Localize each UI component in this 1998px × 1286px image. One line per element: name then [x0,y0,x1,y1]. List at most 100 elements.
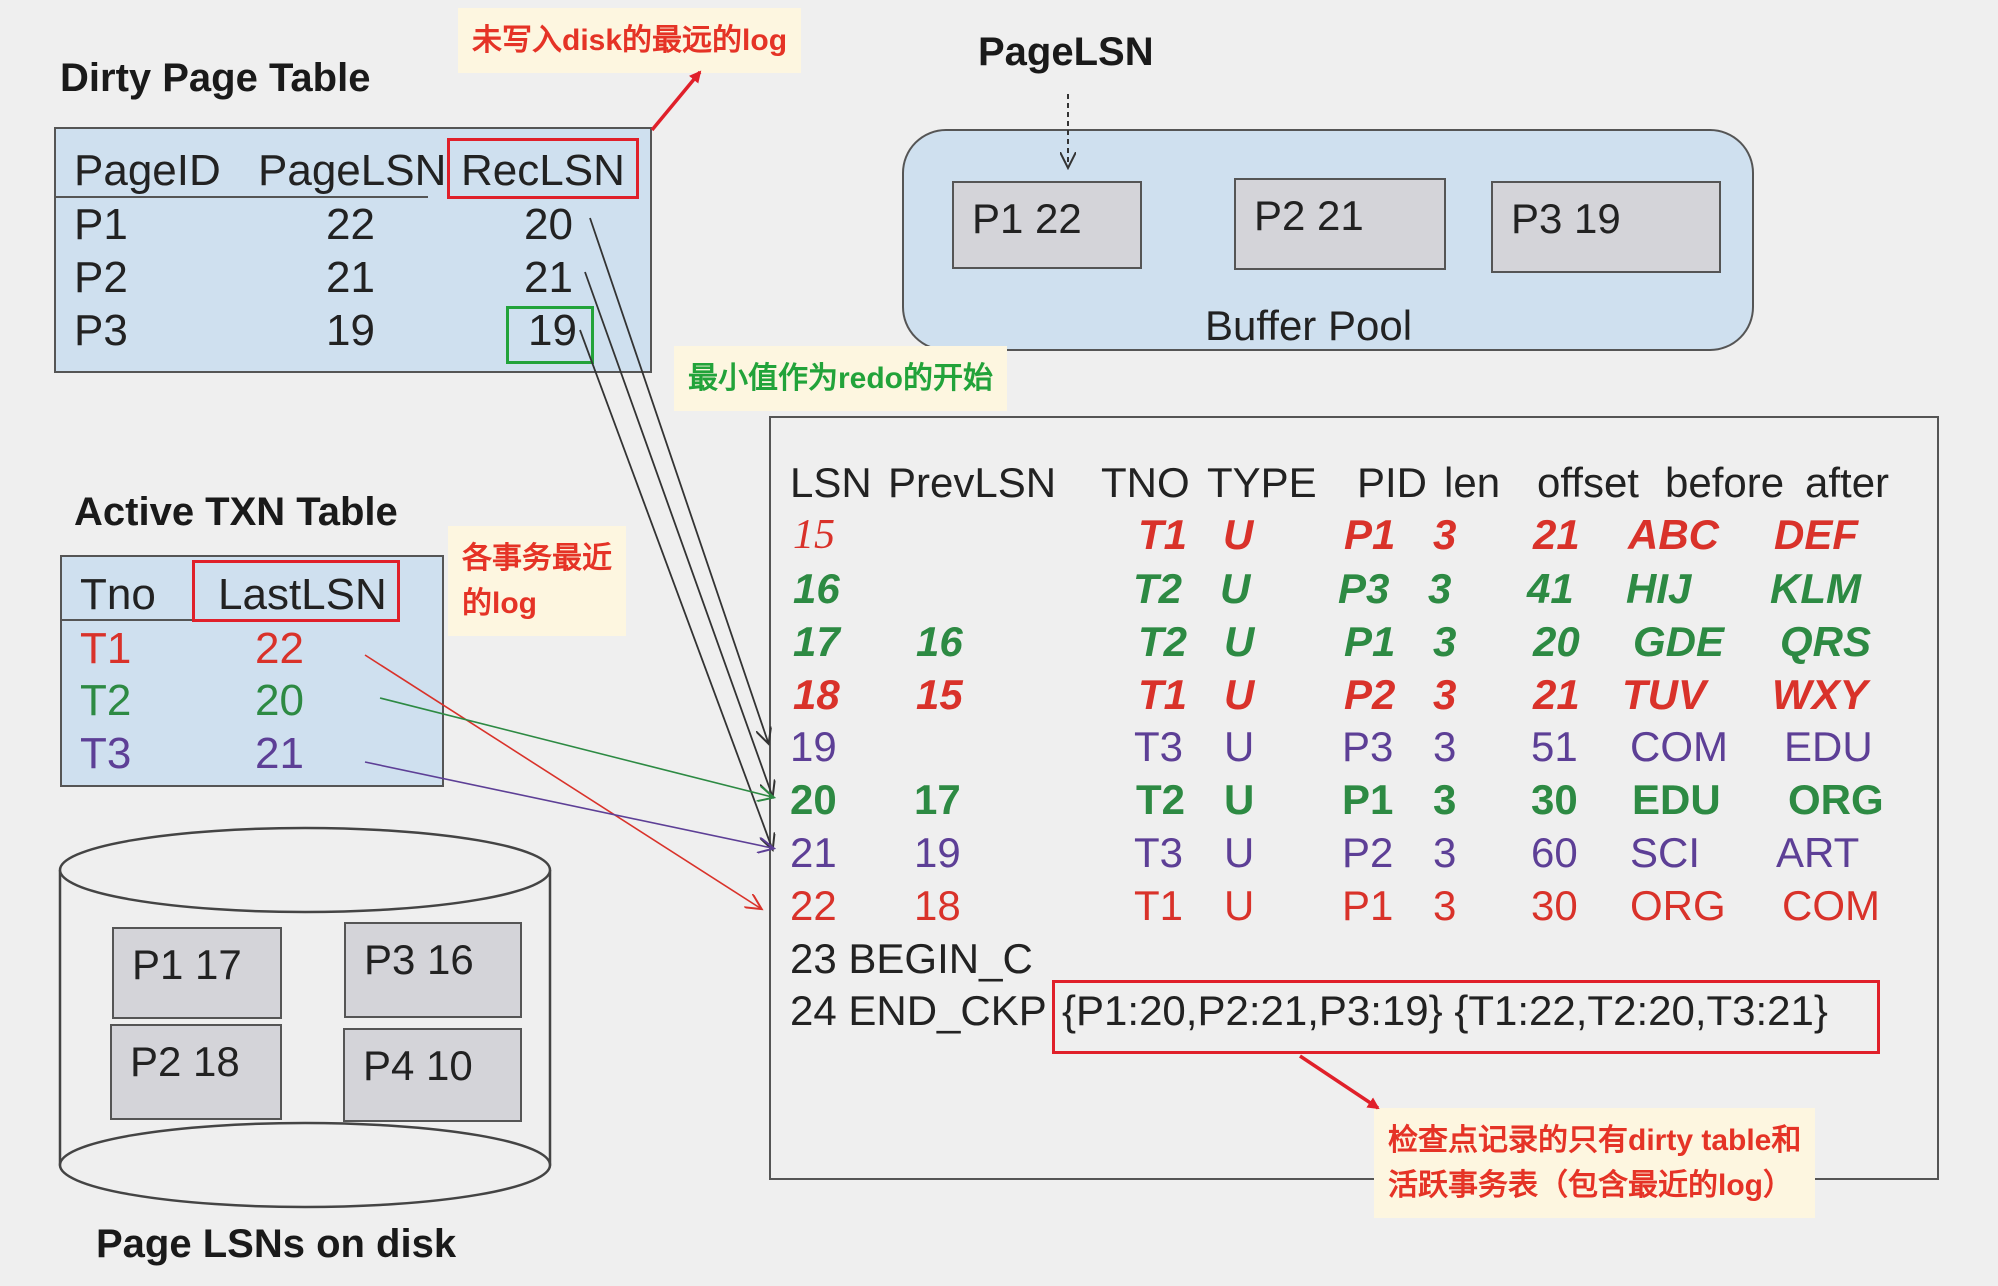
note-reclsn: 未写入disk的最远的log [458,8,802,73]
checkpoint-highlight [1052,980,1880,1054]
log-before: GDE [1633,618,1725,665]
dpt-reclsn: 19 [528,306,577,355]
dpt-pagelsn: 19 [326,306,375,355]
log-tno: T2 [1133,565,1183,612]
header-pagelsn: PageLSN [258,146,447,195]
log-offset: 30 [1531,776,1578,823]
dpt-page: P1 [74,200,128,249]
buffer-page: P3 19 [1491,181,1721,273]
header-lastlsn: LastLSN [218,570,387,619]
log-type: U [1224,882,1255,929]
note-checkpoint: 检查点记录的只有dirty table和 活跃事务表（包含最近的log） [1374,1108,1816,1218]
log-lsn: 16 [793,565,840,612]
buffer-page: P2 21 [1234,178,1446,270]
log-lsn: 21 [790,829,837,876]
log-header: before [1665,459,1785,506]
log-tno: T1 [1138,671,1188,718]
txn-tno: T2 [80,676,132,725]
log-header: after [1805,459,1890,506]
log-after: COM [1782,882,1880,929]
note-min-redo: 最小值作为redo的开始 [674,346,1008,411]
log-pid: P3 [1342,723,1394,770]
disk-page: P1 17 [112,927,282,1019]
log-type: U [1224,776,1255,823]
log-before: HIJ [1626,565,1692,612]
note-lastlsn: 各事务最近 的log [448,526,626,636]
log-after: EDU [1784,723,1873,770]
log-len: 3 [1433,723,1457,770]
header-divider [56,196,428,198]
disk-cylinder [58,826,552,1209]
dpt-reclsn: 21 [524,253,573,302]
disk-page: P4 10 [343,1028,522,1122]
header-tno: Tno [80,570,156,619]
log-after: ORG [1788,776,1884,823]
log-before: ABC [1628,511,1719,558]
log-pid: P3 [1338,565,1390,612]
log-before: SCI [1630,829,1701,876]
disk-page: P2 18 [110,1024,282,1120]
log-len: 3 [1433,882,1457,929]
log-after: WXY [1772,671,1868,718]
log-tno: T1 [1138,511,1188,558]
log-header: TNO [1101,459,1190,506]
log-header: len [1444,459,1501,506]
dpt-pagelsn: 22 [326,200,375,249]
log-prev: 17 [914,776,961,823]
log-lsn: 18 [793,671,840,718]
reclsn-highlight [447,138,639,199]
buffer-pool-label: Buffer Pool [1205,302,1413,349]
log-after: ART [1776,829,1860,876]
log-lsn: 22 [790,882,837,929]
txn-lastlsn: 21 [255,729,304,778]
note-arrow [650,70,702,132]
disk-page: P3 16 [344,922,522,1018]
dpt-page: P3 [74,306,128,355]
log-offset: 51 [1531,723,1578,770]
min-reclsn-highlight [506,306,594,364]
log-pid: P1 [1344,618,1396,665]
buffer-page: P1 22 [952,181,1142,269]
log-prev: 15 [916,671,963,718]
log-type: U [1224,671,1255,718]
log-type: U [1224,618,1255,665]
log-after: KLM [1770,565,1861,612]
disk-title: Page LSNs on disk [96,1222,457,1266]
header-reclsn: RecLSN [461,146,625,195]
log-offset: 60 [1531,829,1578,876]
lastlsn-highlight [192,560,400,622]
log-before: EDU [1632,776,1721,823]
log-prev: 19 [914,829,961,876]
log-header: PrevLSN [888,459,1057,506]
log-before: TUV [1622,671,1706,718]
txn-tno: T1 [80,624,132,673]
txn-lastlsn: 22 [255,624,304,673]
pagelsn-label: PageLSN [978,30,1154,74]
log-offset: 41 [1527,565,1574,612]
log-len: 3 [1433,511,1457,558]
log-offset: 21 [1533,671,1580,718]
log-header: TYPE [1207,459,1317,506]
txn-tno: T3 [80,729,132,778]
log-tno: T2 [1136,776,1186,823]
active-txn-table-title: Active TXN Table [74,490,398,534]
log-len: 3 [1433,671,1457,718]
log-checkpoint-tables: {P1:20,P2:21,P3:19} {T1:22,T2:20,T3:21} [1062,987,1828,1034]
log-end-checkpoint: 24 END_CKP [790,987,1047,1034]
txn-lastlsn: 20 [255,676,304,725]
log-type: U [1224,829,1255,876]
log-type: U [1220,565,1251,612]
log-after: QRS [1780,618,1872,665]
log-lsn: 15 [793,512,835,558]
log-tno: T3 [1134,723,1184,770]
dpt-reclsn: 20 [524,200,573,249]
log-type: U [1224,723,1255,770]
log-tno: T1 [1134,882,1184,929]
dirty-page-table-title: Dirty Page Table [60,56,371,100]
log-len: 3 [1428,565,1452,612]
log-offset: 20 [1533,618,1580,665]
log-offset: 30 [1531,882,1578,929]
dirty-page-table: PageID PageLSN RecLSN P1 22 20 P2 21 21 … [54,127,652,373]
log-header: PID [1357,459,1428,506]
log-tno: T3 [1134,829,1184,876]
